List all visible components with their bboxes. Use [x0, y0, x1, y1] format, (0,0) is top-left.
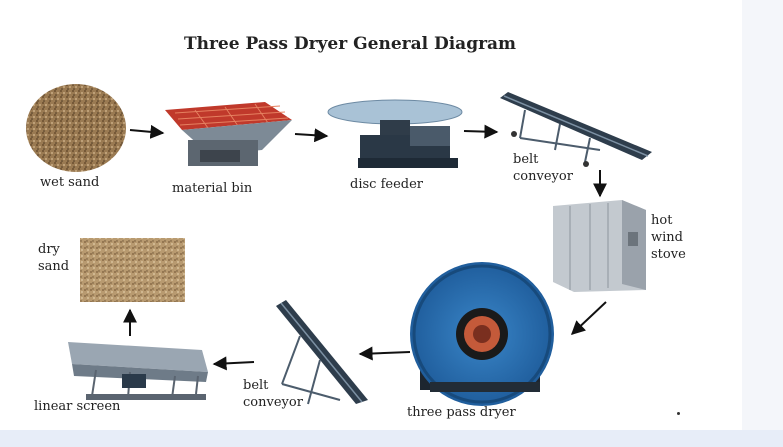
label-material-bin: material bin: [172, 181, 253, 196]
label-wet-sand: wet sand: [40, 175, 100, 190]
material-bin-image: [165, 102, 292, 166]
label-hot-wind-stove-line1: hot: [651, 213, 673, 228]
wet-sand-image: [26, 84, 126, 172]
belt-conveyor-top-image: [500, 92, 652, 167]
label-hot-wind-stove: hot wind stove: [651, 212, 686, 263]
right-margin: [742, 0, 783, 447]
arrow-stove-to-dryer: [570, 301, 607, 335]
bottom-margin: [0, 430, 783, 447]
label-dry-sand: dry sand: [38, 241, 69, 275]
arrow-bin-to-feeder: [294, 128, 329, 143]
diagram-title: Three Pass Dryer General Diagram: [183, 34, 517, 54]
arrow-feeder-to-conveyor: [463, 124, 499, 139]
label-hot-wind-stove-line3: stove: [651, 247, 686, 262]
label-dry-sand-line1: dry: [38, 242, 60, 257]
label-hot-wind-stove-line2: wind: [651, 230, 683, 245]
arrow-sand-to-bin: [129, 124, 165, 139]
label-three-pass-dryer: three pass dryer: [407, 405, 516, 420]
label-belt-conveyor-top: belt conveyor: [513, 151, 573, 185]
label-belt-conveyor-bottom: belt conveyor: [243, 377, 303, 411]
hot-wind-stove-image: [553, 200, 646, 292]
label-belt-conveyor-top-line2: conveyor: [513, 169, 573, 184]
stray-dot: [677, 412, 680, 415]
dry-sand-image: [80, 238, 185, 302]
label-belt-conveyor-top-line1: belt: [513, 152, 539, 167]
label-disc-feeder: disc feeder: [350, 177, 423, 192]
label-dry-sand-line2: sand: [38, 259, 70, 274]
belt-conveyor-bottom-image: [276, 300, 368, 405]
disc-feeder-image: [327, 99, 463, 168]
label-belt-conveyor-bottom-line1: belt: [243, 378, 269, 393]
label-linear-screen: linear screen: [34, 399, 121, 414]
arrow-dryer-to-conveyor: [358, 346, 411, 361]
linear-screen-image: [68, 342, 208, 400]
flow-arrows: [123, 124, 607, 371]
label-belt-conveyor-bottom-line2: conveyor: [243, 395, 303, 410]
three-pass-dryer-image: [410, 262, 554, 406]
arrow-conveyor-to-screen: [212, 356, 255, 371]
